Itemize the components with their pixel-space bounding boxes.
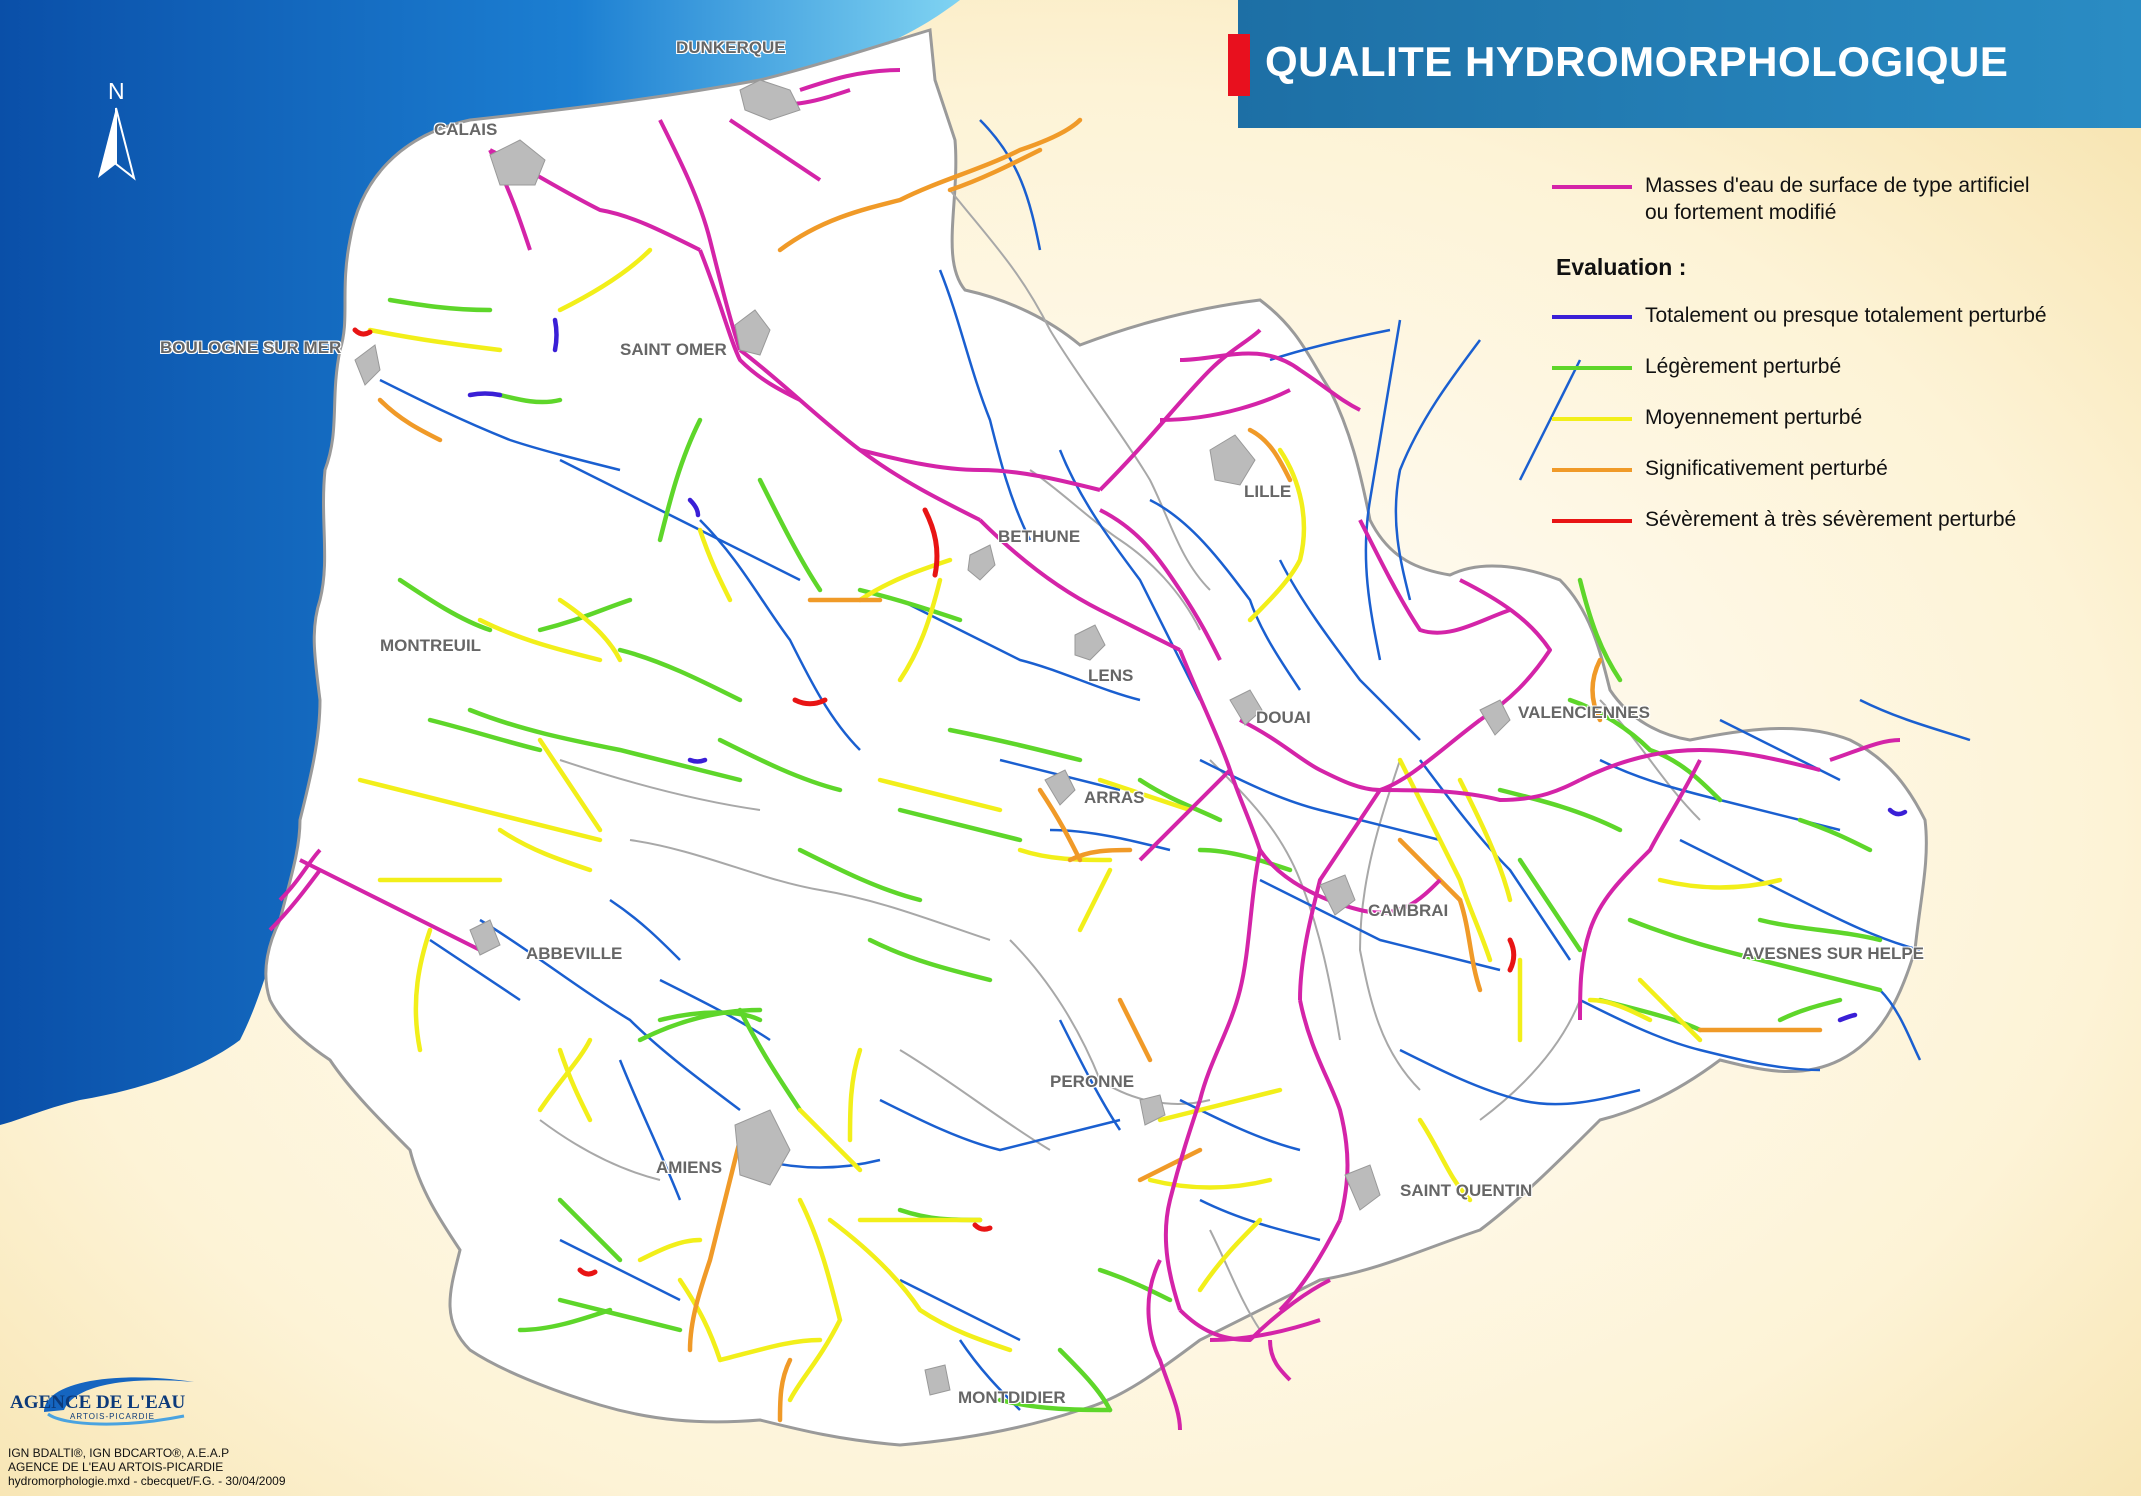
- map-title: QUALITE HYDROMORPHOLOGIQUE: [1265, 38, 2009, 85]
- city-label-peronne: PERONNE: [1050, 1072, 1135, 1091]
- city-label-lille: LILLE: [1244, 482, 1292, 501]
- rivers-significantly-disturbed: [377, 117, 1823, 1423]
- city-label-cambrai: CAMBRAI: [1368, 901, 1449, 920]
- artificial-waterways: [268, 68, 1901, 1431]
- city-label-arras: ARRAS: [1084, 788, 1145, 807]
- legend-swatch-light: [1552, 366, 1632, 370]
- legend-swatch-artificial: [1552, 185, 1632, 189]
- legend-swatch-totally: [1552, 315, 1632, 319]
- sea: [0, 0, 960, 1125]
- credit-line-2: AGENCE DE L'EAU ARTOIS-PICARDIE: [8, 1460, 224, 1474]
- rivers-moderately-disturbed: [357, 247, 1783, 1403]
- city-label-abbeville: ABBEVILLE: [526, 944, 623, 963]
- legend-swatch-severe: [1552, 519, 1632, 523]
- legend-label-artificial: Masses d'eau de surface de type artifici…: [1645, 172, 2030, 226]
- city-label-lens: LENS: [1088, 666, 1134, 685]
- city-label-montreuil: MONTREUIL: [380, 636, 482, 655]
- logo-sub: ARTOIS-PICARDIE: [70, 1412, 155, 1421]
- legend-label-artificial-line1: Masses d'eau de surface de type artifici…: [1645, 174, 2030, 197]
- city-label-valenciennes: VALENCIENNES: [1518, 703, 1650, 722]
- agency-logo: [44, 1377, 194, 1426]
- city-label-amiens: AMIENS: [656, 1158, 723, 1177]
- city-label-boulogne: BOULOGNE SUR MER: [160, 338, 342, 357]
- city-label-saint-quentin: SAINT QUENTIN: [1400, 1181, 1533, 1200]
- legend-label-moderate: Moyennement perturbé: [1645, 406, 1863, 429]
- city-label-calais: CALAIS: [434, 120, 498, 139]
- north-letter: N: [108, 78, 125, 104]
- rivers-totally-disturbed: [467, 317, 1908, 1023]
- title-mark: [1228, 34, 1250, 96]
- title-bar: [1238, 0, 2141, 128]
- legend-swatch-moderate: [1552, 417, 1632, 421]
- city-label-bethune: BETHUNE: [998, 527, 1081, 546]
- admin-borders: [539, 189, 1701, 1331]
- legend-heading: Evaluation :: [1556, 254, 1687, 280]
- credits: IGN BDALTI®, IGN BDCARTO®, A.E.A.P AGENC…: [8, 1446, 286, 1488]
- city-areas: [354, 79, 1511, 1396]
- land-area: [264, 28, 1928, 1447]
- rivers-light-disturbed: [387, 297, 1883, 1413]
- city-label-dunkerque: DUNKERQUE: [676, 38, 786, 57]
- legend-label-significant: Significativement perturbé: [1645, 457, 1888, 480]
- north-arrow-icon: [98, 107, 136, 181]
- legend-label-severe: Sévèrement à très sévèrement perturbé: [1645, 508, 2017, 531]
- legend-label-light: Légèrement perturbé: [1645, 355, 1842, 378]
- logo-name: AGENCE DE L'EAU: [10, 1392, 186, 1413]
- credit-line-3: hydromorphologie.mxd - cbecquet/F.G. - 3…: [8, 1474, 286, 1488]
- city-label-saint-omer: SAINT OMER: [620, 340, 727, 359]
- legend-label-artificial-line2: ou fortement modifié: [1645, 201, 1837, 224]
- legend-label-totally: Totalement ou presque totalement perturb…: [1645, 304, 2047, 327]
- credit-line-1: IGN BDALTI®, IGN BDCARTO®, A.E.A.P: [8, 1446, 230, 1460]
- legend-swatch-significant: [1552, 468, 1632, 472]
- rivers: [379, 119, 1971, 1411]
- city-label-avesnes: AVESNES SUR HELPE: [1742, 944, 1925, 963]
- city-label-montdidier: MONTDIDIER: [958, 1388, 1066, 1407]
- city-label-douai: DOUAI: [1256, 708, 1311, 727]
